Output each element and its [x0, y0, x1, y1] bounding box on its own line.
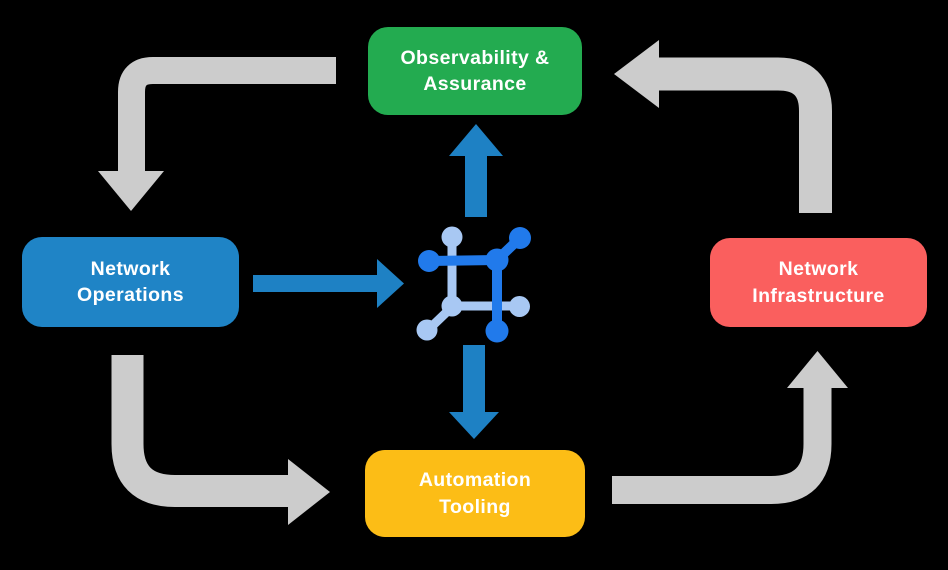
node-operations-label-line1: Network — [90, 257, 171, 280]
arrow-observability-to-operations — [98, 57, 336, 211]
arrow-operations-to-icon — [253, 259, 404, 308]
node-operations-label-line2: Operations — [77, 284, 184, 306]
arrow-automation-to-infrastructure — [612, 351, 848, 504]
arrow-icon-to-automation — [449, 345, 499, 439]
node-automation-tooling: Automation Tooling — [365, 450, 585, 537]
node-automation-label-line2: Tooling — [439, 495, 511, 518]
node-observability-assurance: Observability & Assurance — [368, 27, 582, 115]
network-automation-icon — [416, 226, 531, 343]
node-infrastructure-label-line2: Infrastructure — [752, 284, 885, 307]
node-observability-label-line1: Observability & — [400, 46, 550, 69]
arrow-icon-to-observability — [449, 124, 503, 217]
arrow-infrastructure-to-observability — [614, 40, 832, 213]
node-network-infrastructure: Network Infrastructure — [710, 238, 927, 327]
node-network-operations: Network Operations — [22, 237, 239, 327]
arrow-operations-to-automation — [111, 355, 330, 525]
network-icon-bright-branch — [418, 227, 531, 343]
node-automation-label-line1: Automation — [418, 469, 532, 492]
node-observability-label-line2: Assurance — [423, 73, 527, 95]
network-icon-light-branch — [416, 226, 530, 341]
node-infrastructure-label-line1: Network — [778, 258, 859, 281]
